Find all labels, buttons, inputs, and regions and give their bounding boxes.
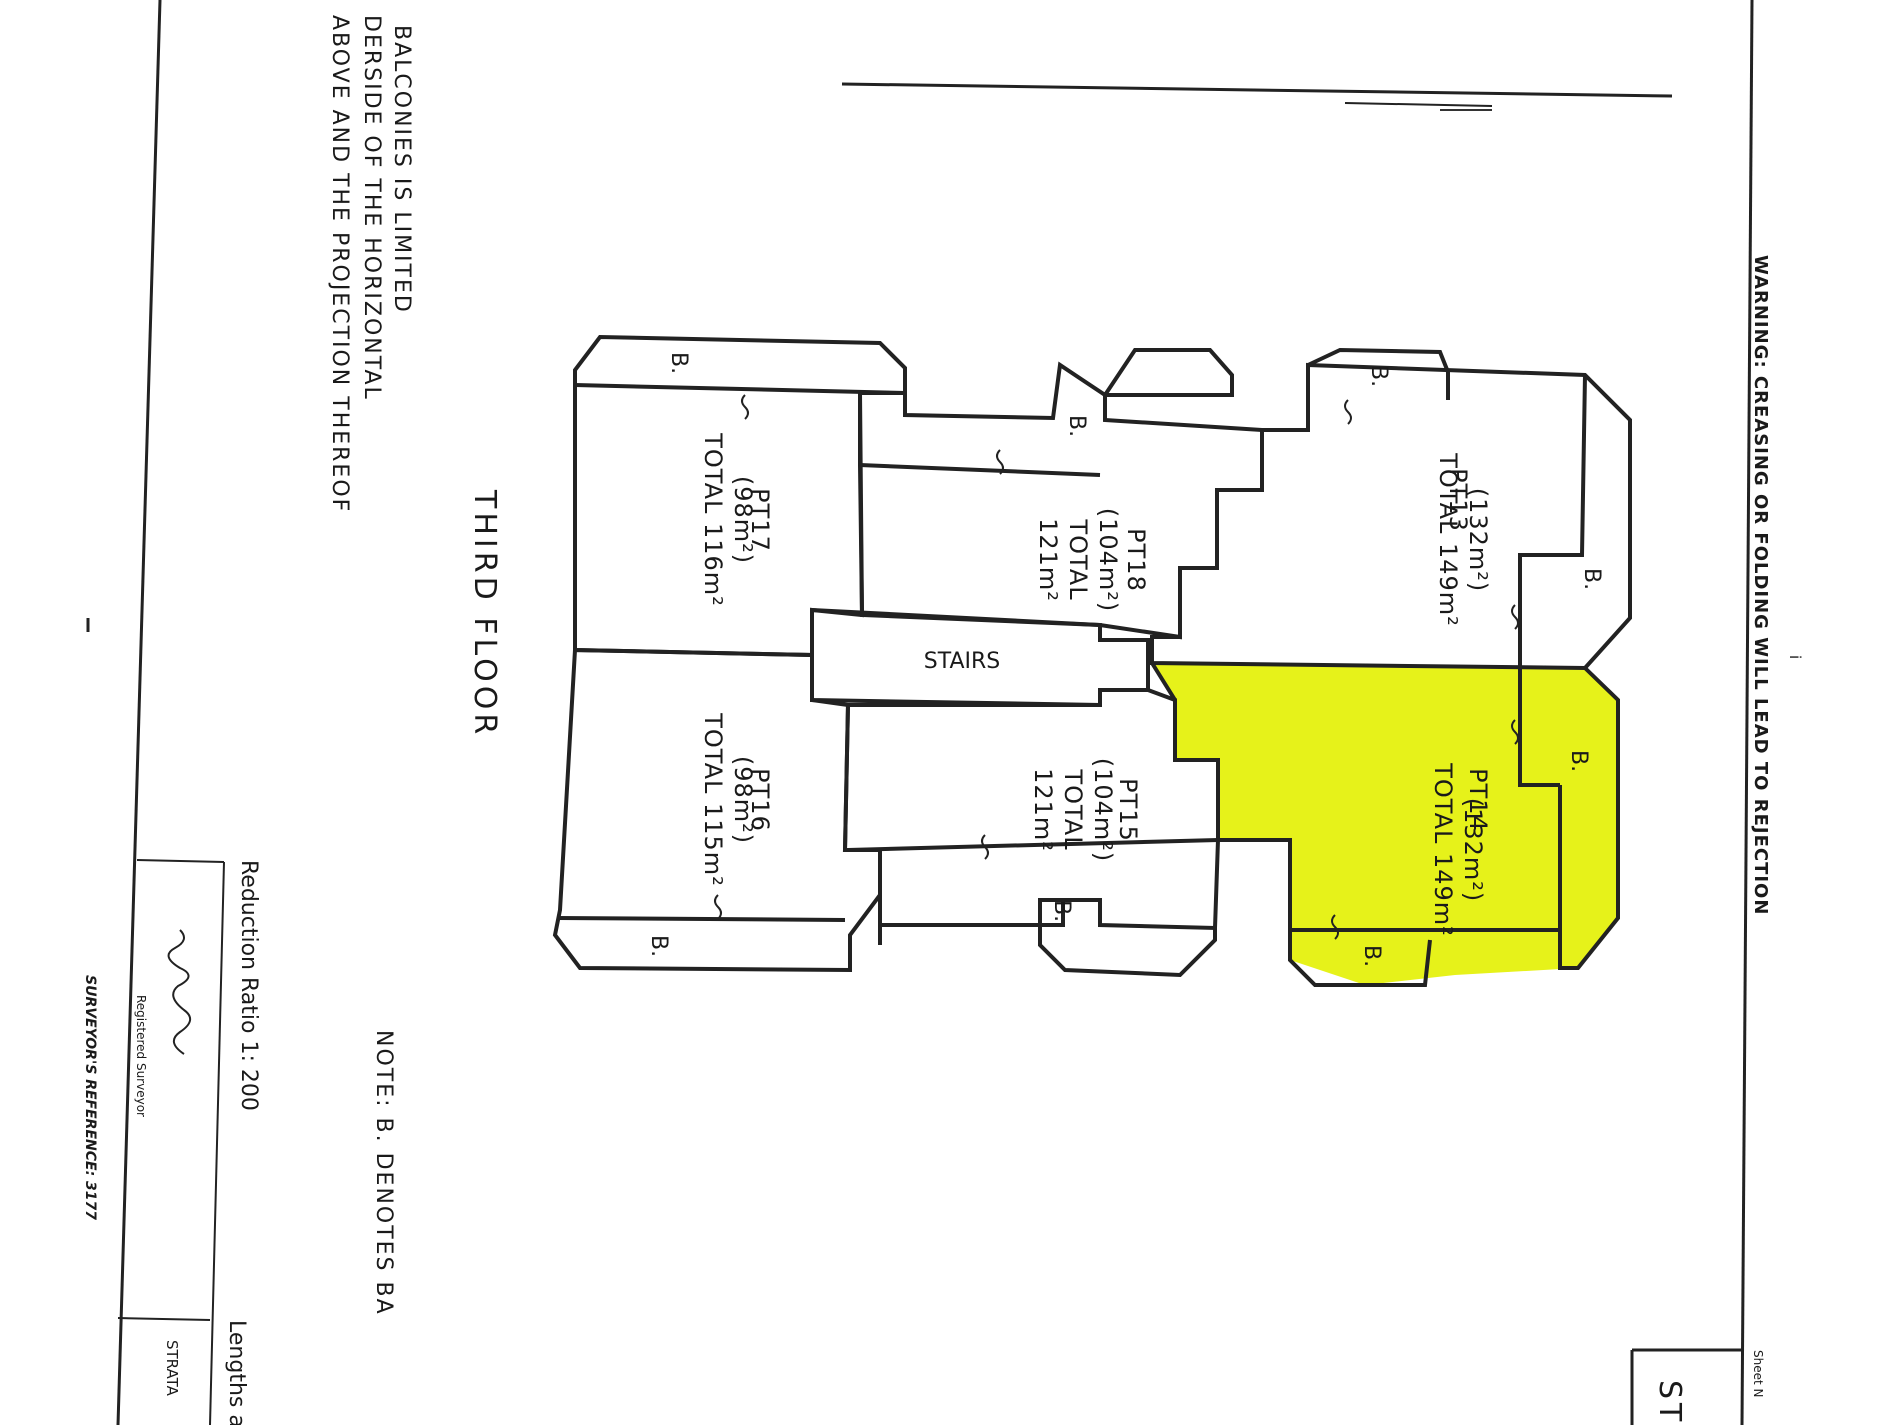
tick-symbol <box>996 449 1004 475</box>
pt15-balcony <box>1038 898 1217 978</box>
note-line-1: NOTE: B. DENOTES BA <box>371 1030 396 1316</box>
registered-surveyor-label: Registered Surveyor <box>134 995 148 1117</box>
pt13-outline <box>1150 362 1632 671</box>
pt18-total-b: 121m² <box>1034 518 1062 602</box>
pt13-side-balcony <box>1518 374 1587 787</box>
pt17-total: TOTAL 116m² <box>699 432 727 607</box>
sheet-box-text: ST <box>1652 1380 1687 1425</box>
pt16-balcony-line <box>556 916 846 922</box>
balcony-mark: B. <box>666 352 691 374</box>
unit-pt13-label: PT13 <box>1444 468 1472 532</box>
tick-symbol <box>1511 719 1519 745</box>
floor-plan-walls <box>552 334 1632 987</box>
pt16-name: PT16 <box>746 768 774 832</box>
note-line-2: BALCONIES IS LIMITED <box>389 25 414 314</box>
strata-label: STRATA <box>163 1340 181 1397</box>
pt13-balcony <box>1307 347 1450 400</box>
right-page-border <box>1740 0 1754 1425</box>
pt18-balcony <box>1103 348 1234 397</box>
balcony-mark: B. <box>1579 568 1604 590</box>
pt15-total-a: TOTAL <box>1059 768 1087 850</box>
tick-symbol <box>1511 604 1519 630</box>
lengths-label: Lengths a <box>224 1320 249 1425</box>
pt18-inner-wall <box>859 463 1101 477</box>
pt15-total-b: 121m² <box>1029 768 1057 852</box>
warning-text: WARNING: CREASING OR FOLDING WILL LEAD T… <box>1750 255 1771 915</box>
reduction-ratio: Reduction Ratio 1: 200 <box>236 860 261 1111</box>
balcony-mark: B. <box>1049 900 1074 922</box>
balcony-marks: B. B. B. B. B. B. B. B. <box>646 352 1604 967</box>
note-line-4: ABOVE AND THE PROJECTION THEREOF <box>327 15 352 513</box>
pt13-internal: (132m²) <box>1464 488 1492 593</box>
tick-symbol <box>1331 914 1339 940</box>
warning-apostrophe: i <box>1786 655 1804 659</box>
floor-title: THIRD FLOOR <box>467 489 502 738</box>
pt16-total: TOTAL 115m² <box>699 712 727 887</box>
pt14-internal: (132m²) <box>1459 798 1487 903</box>
pt18-name: PT18 <box>1122 528 1150 592</box>
strata-box-top <box>117 1317 211 1321</box>
balcony-mark: B. <box>646 935 671 957</box>
pt18-internal: (104m²) <box>1094 508 1122 613</box>
pt15-inner-wall <box>847 838 1219 852</box>
balcony-mark: B. <box>1566 750 1591 772</box>
tick-symbol <box>741 394 749 420</box>
tick-symbol <box>714 894 722 920</box>
balcony-mark: B. <box>1359 945 1384 967</box>
top-rule-long <box>841 82 1673 98</box>
tick-symbol <box>1344 399 1352 425</box>
pt14-name: PT14 <box>1464 768 1492 832</box>
pt14-total: TOTAL 149m² <box>1429 762 1457 937</box>
pt18-total-a: TOTAL <box>1064 518 1092 600</box>
stairs-label: STAIRS <box>924 649 1000 674</box>
surveyors-reference: SURVEYOR'S REFERENCE: 3177 <box>82 975 98 1220</box>
pt17-balcony-line <box>574 383 906 395</box>
pt15-name: PT15 <box>1114 778 1142 842</box>
balcony-mark: B. <box>1366 365 1391 387</box>
pt13-name: PT13 <box>1444 468 1472 532</box>
surveyor-signature <box>167 929 191 1055</box>
pt17-name: PT17 <box>746 488 774 552</box>
left-page-border <box>116 0 162 1425</box>
sheet-label: Sheet N <box>1751 1350 1765 1397</box>
signature-box-top <box>136 859 225 863</box>
top-rule-short <box>1344 102 1493 107</box>
pt18-outline <box>858 361 1264 640</box>
note-line-3: DERSIDE OF THE HORIZONTAL <box>359 15 384 401</box>
pt17-internal: (98m²) <box>729 476 757 564</box>
pt14-highlight <box>1152 663 1618 985</box>
balcony-mark: B. <box>1064 415 1089 437</box>
pt15-internal: (104m²) <box>1089 758 1117 863</box>
pt14-balcony <box>1288 930 1432 987</box>
tick-symbol <box>981 834 989 860</box>
signature-box-right <box>209 861 225 1425</box>
pt16-internal: (98m²) <box>729 756 757 844</box>
pt13-total: TOTAL 149m² <box>1434 452 1462 627</box>
boundary-ticks <box>714 394 1519 940</box>
